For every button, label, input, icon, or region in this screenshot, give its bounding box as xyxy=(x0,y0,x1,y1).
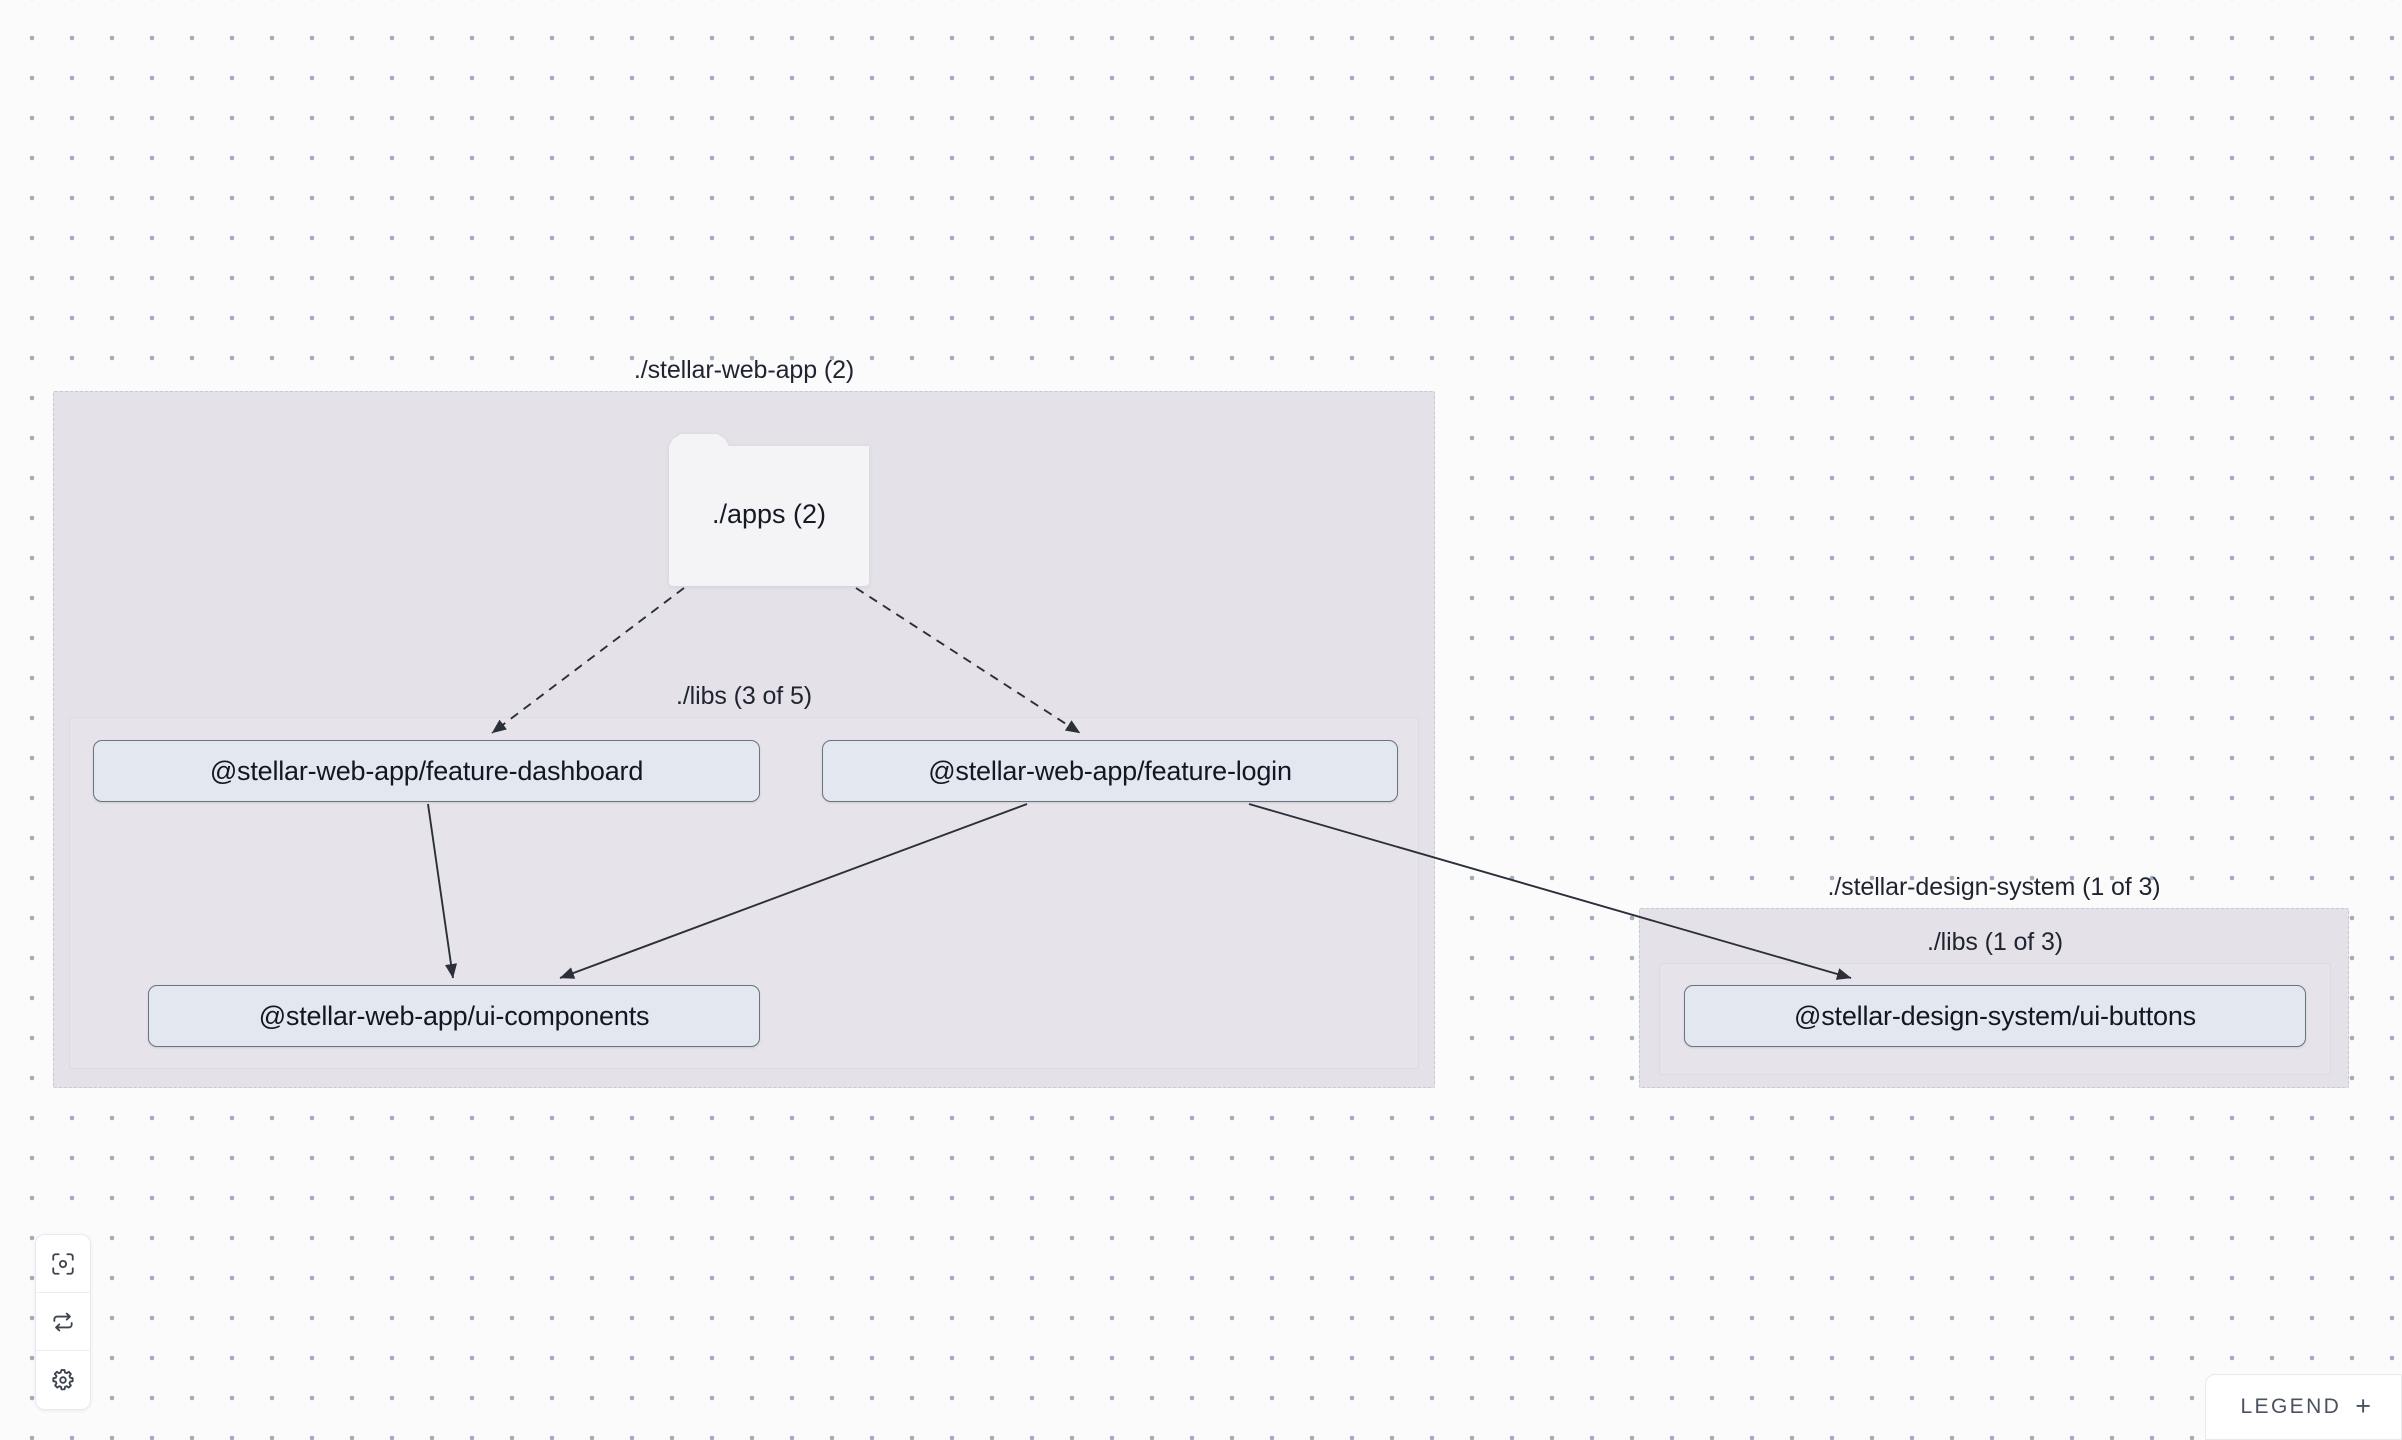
refresh-sync-icon xyxy=(50,1309,76,1335)
project-node-label: @stellar-web-app/feature-login xyxy=(928,755,1292,786)
project-node-label: @stellar-web-app/feature-dashboard xyxy=(209,755,644,786)
project-node-label: @stellar-design-system/ui-buttons xyxy=(1794,1000,2196,1031)
refresh-graph-button[interactable] xyxy=(36,1293,90,1351)
project-node-ui-buttons[interactable]: @stellar-design-system/ui-buttons xyxy=(1684,985,2306,1047)
group-label-stellar-web-app-libs: ./libs (3 of 5) xyxy=(675,682,813,710)
folder-node-label: ./apps (2) xyxy=(711,498,827,529)
folder-shape-icon xyxy=(669,434,869,586)
group-label-stellar-web-app: ./stellar-web-app (2) xyxy=(633,356,855,384)
project-node-label: @stellar-web-app/ui-components xyxy=(258,1000,650,1031)
project-node-ui-components[interactable]: @stellar-web-app/ui-components xyxy=(148,985,760,1047)
group-label-stellar-design-system: ./stellar-design-system (1 of 3) xyxy=(1827,873,2161,901)
legend-label: LEGEND xyxy=(2240,1395,2342,1418)
group-label-stellar-design-system-libs: ./libs (1 of 3) xyxy=(1926,928,2064,956)
folder-node-apps[interactable]: ./apps (2) xyxy=(669,434,869,586)
project-node-feature-dashboard[interactable]: @stellar-web-app/feature-dashboard xyxy=(93,740,760,802)
graph-controls-panel xyxy=(35,1234,91,1410)
legend-expand-icon: + xyxy=(2355,1391,2371,1422)
gear-icon xyxy=(50,1367,76,1393)
project-node-feature-login[interactable]: @stellar-web-app/feature-login xyxy=(822,740,1398,802)
focus-graph-button[interactable] xyxy=(36,1235,90,1293)
focus-target-icon xyxy=(50,1251,76,1277)
graph-settings-button[interactable] xyxy=(36,1351,90,1409)
legend-panel[interactable]: LEGEND + xyxy=(2205,1374,2402,1440)
